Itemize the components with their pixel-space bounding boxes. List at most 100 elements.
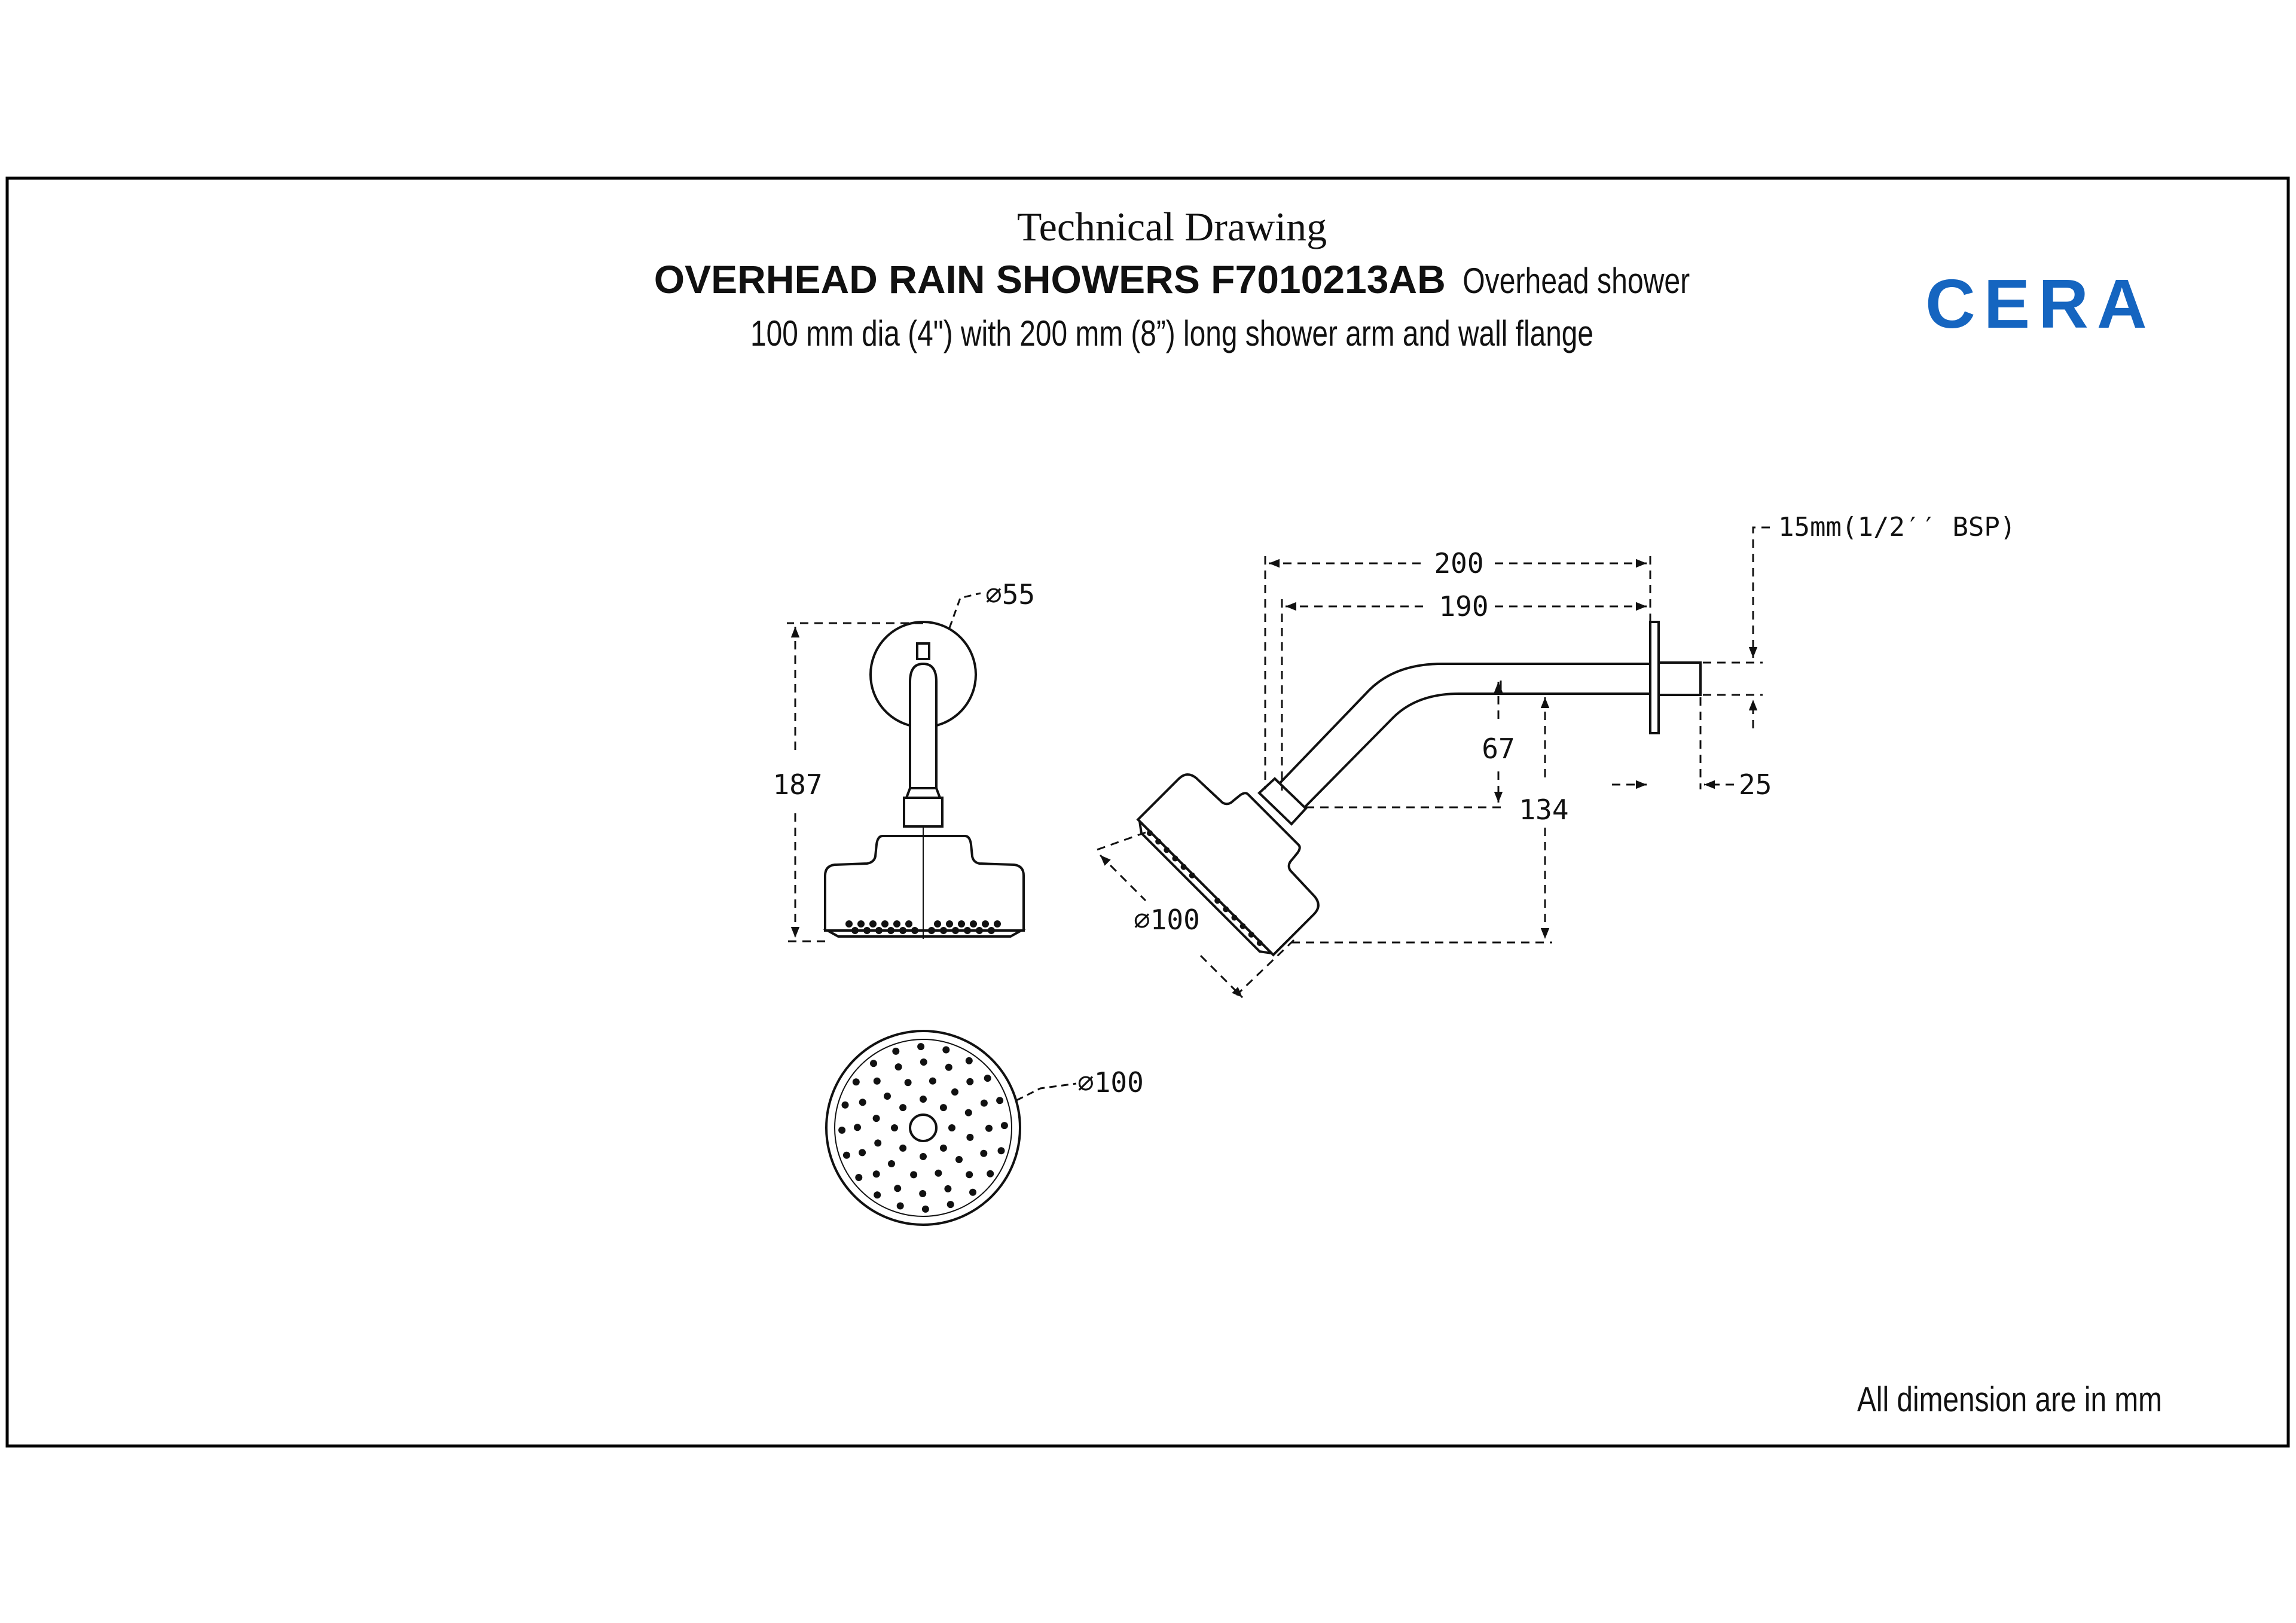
dim-total-drop: [1292, 697, 1552, 944]
nozzle: [872, 1170, 880, 1178]
nozzle: [838, 1126, 846, 1134]
nozzle: [955, 1156, 963, 1163]
nozzle: [859, 1099, 866, 1106]
nozzle: [984, 1075, 991, 1082]
sheet-border: [5, 176, 2290, 1448]
label-height: 187: [773, 768, 822, 801]
nozzle: [985, 1124, 993, 1132]
nozzle: [996, 1097, 1004, 1105]
nozzle: [854, 1124, 861, 1131]
label-drop: 67: [1482, 733, 1515, 765]
dim-head-dia-side: [1091, 831, 1295, 999]
nozzle: [842, 1151, 850, 1159]
nozzle: [939, 1104, 947, 1112]
nozzle: [920, 1096, 927, 1103]
nozzle: [966, 1133, 974, 1141]
nozzle: [852, 1078, 860, 1086]
flange-notch: [916, 642, 930, 660]
label-arm-length: 200: [1434, 547, 1483, 579]
product-type: Overhead shower: [1463, 261, 1690, 301]
dim-arm-length: [1264, 556, 1651, 789]
nozzle: [921, 1205, 929, 1213]
bottom-view: [825, 1030, 1021, 1226]
footer-note: All dimension are in mm: [1857, 1380, 2162, 1419]
dim-height: [787, 622, 923, 942]
title-description: 100 mm dia (4") with 200 mm (8”) long sh…: [750, 313, 1593, 353]
label-head-dia-side: ⌀100: [1134, 904, 1200, 936]
nozzle: [892, 1047, 900, 1055]
nozzle: [884, 1093, 891, 1100]
dim-arm-inner: [1281, 599, 1647, 791]
nozzle: [945, 1063, 952, 1071]
threaded-nipple: [1657, 661, 1702, 696]
label-thread: 15mm(1/2′′ BSP): [1778, 512, 2016, 542]
nozzle: [964, 1109, 972, 1116]
nozzle: [1000, 1122, 1008, 1130]
ball-joint: [903, 797, 944, 828]
nozzle: [899, 1144, 907, 1152]
nozzle: [920, 1058, 927, 1066]
shower-head-side: [1136, 773, 1320, 957]
nozzle: [874, 1191, 881, 1199]
nozzle: [894, 1185, 902, 1192]
nozzle: [891, 1124, 898, 1131]
nozzle: [888, 1160, 895, 1167]
nozzle: [966, 1171, 973, 1179]
nozzle: [929, 1077, 936, 1085]
nozzle: [917, 1043, 925, 1051]
nozzle: [872, 1115, 880, 1122]
head-center-cap: [909, 1113, 938, 1142]
wall-flange-side: [1649, 621, 1660, 734]
nozzle: [965, 1057, 973, 1064]
front-view: [823, 621, 1026, 939]
nozzle: [859, 1149, 866, 1157]
nozzle: [919, 1190, 927, 1197]
dim-nipple: [1612, 697, 1734, 789]
nozzle: [966, 1078, 974, 1085]
nozzle: [948, 1124, 955, 1131]
nozzle: [870, 1060, 877, 1067]
shower-arm-bend-inner: [1300, 692, 1460, 812]
nozzle: [896, 1202, 904, 1210]
title-technical-drawing: Technical Drawing: [1017, 204, 1327, 249]
nozzle: [873, 1077, 881, 1085]
nozzle: [997, 1147, 1005, 1155]
shower-head-top: [824, 835, 1025, 932]
nozzle: [980, 1099, 988, 1107]
nozzle: [910, 1171, 918, 1179]
nozzle: [987, 1170, 994, 1177]
nozzle: [920, 1153, 927, 1160]
cera-logo: CERA: [1925, 265, 2155, 343]
dim-thread: [1703, 526, 1770, 728]
label-arm-inner: 190: [1439, 590, 1488, 623]
nozzle: [942, 1046, 950, 1054]
title-product: OVERHEAD RAIN SHOWERS F7010213AB Overhea…: [654, 257, 1690, 301]
nozzle: [935, 1169, 942, 1177]
shower-arm-front: [909, 662, 938, 789]
shower-arm-bend-outer: [1278, 663, 1443, 785]
nozzle: [947, 1201, 954, 1209]
side-view: [1136, 621, 1702, 957]
nozzle: [841, 1101, 849, 1109]
head-face-outer: [825, 1030, 1021, 1226]
nozzle: [939, 1144, 947, 1152]
nozzle: [980, 1149, 988, 1157]
head-face-inner: [834, 1039, 1012, 1217]
label-total-drop: 134: [1519, 794, 1568, 826]
nozzle: [951, 1088, 958, 1096]
product-name: OVERHEAD RAIN SHOWERS F7010213AB: [654, 257, 1446, 301]
nozzle: [944, 1185, 952, 1192]
nozzle: [899, 1104, 907, 1112]
nozzle-row: [845, 920, 1001, 934]
label-nipple: 25: [1739, 768, 1772, 801]
dim-flange-leader: [948, 592, 981, 629]
nozzle: [894, 1063, 902, 1071]
label-head-dia-bottom: ⌀100: [1077, 1066, 1144, 1099]
nozzle: [969, 1188, 976, 1196]
nozzle: [874, 1139, 882, 1147]
nozzle: [855, 1174, 863, 1181]
dim-drop: [1306, 682, 1507, 809]
dim-bottom-leader: [1016, 1082, 1077, 1102]
